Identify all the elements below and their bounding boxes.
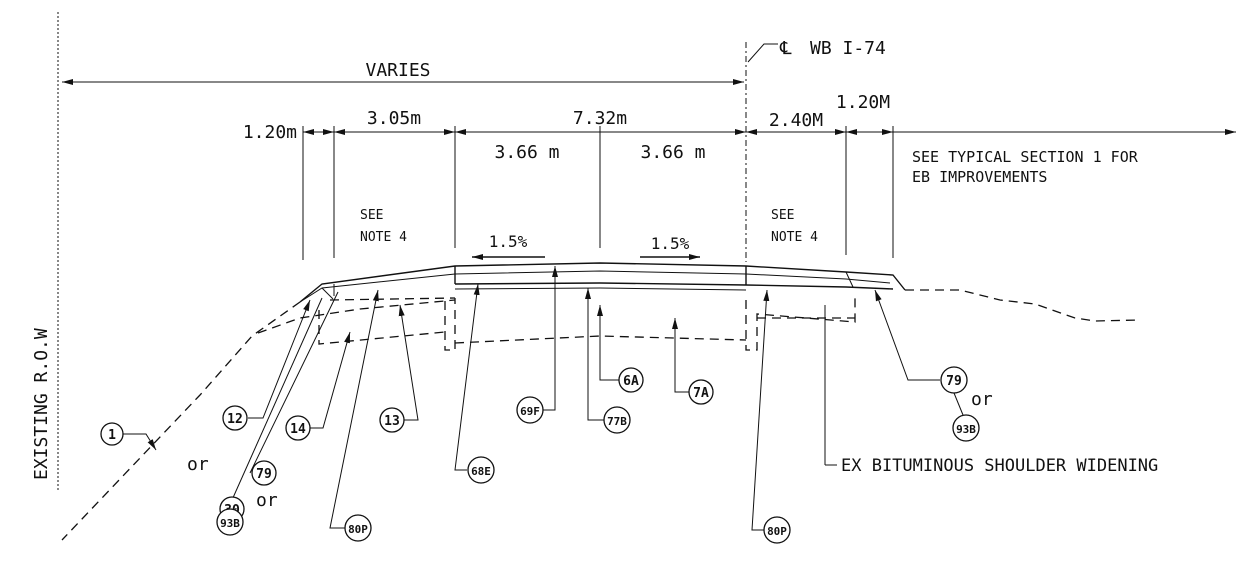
svg-text:79: 79 — [946, 374, 962, 389]
callout-leaders — [118, 266, 940, 531]
svg-text:77B: 77B — [607, 415, 627, 428]
callout-13: 13 — [379, 407, 405, 433]
callout-93B-left: 93B — [216, 508, 244, 536]
dim-2-40M: 2.40M — [769, 110, 823, 131]
callout-or-b: or — [256, 490, 278, 511]
see-typical-note-line2: EB IMPROVEMENTS — [912, 168, 1047, 186]
callout-79-left: 79 — [251, 460, 277, 486]
centerline-symbol: ℄ — [779, 38, 792, 59]
row-label: EXISTING R.O.W — [31, 328, 52, 480]
callout-80P-right: 80P — [763, 516, 791, 544]
svg-text:12: 12 — [227, 412, 243, 427]
see-note-right-line1: SEE — [771, 208, 794, 223]
callout-69F: 69F — [516, 396, 544, 424]
svg-text:68E: 68E — [471, 465, 491, 478]
svg-text:1: 1 — [108, 428, 116, 443]
dim-1-20M: 1.20M — [836, 92, 890, 113]
dim-3-66m-right: 3.66 m — [640, 142, 705, 163]
pavement-section — [61, 262, 1141, 541]
svg-text:93B: 93B — [956, 423, 976, 436]
callout-68E: 68E — [467, 456, 495, 484]
callout-77B: 77B — [603, 406, 631, 434]
callout-1: 1 — [100, 422, 124, 446]
svg-text:79: 79 — [256, 467, 272, 482]
callout-7A: 7A — [688, 379, 714, 405]
slope-right-label: 1.5% — [651, 234, 690, 253]
callout-or-c: or — [971, 389, 993, 410]
see-note-left-line2: NOTE 4 — [360, 230, 407, 245]
callout-or-a: or — [187, 454, 209, 475]
shoulder-widening-note: EX BITUMINOUS SHOULDER WIDENING — [841, 456, 1158, 476]
svg-text:69F: 69F — [520, 405, 540, 418]
see-typical-note-line1: SEE TYPICAL SECTION 1 FOR — [912, 148, 1139, 166]
dim-3-66m-left: 3.66 m — [494, 142, 559, 163]
svg-text:13: 13 — [384, 414, 400, 429]
svg-text:80P: 80P — [767, 525, 787, 538]
callout-93B-right: 93B — [952, 414, 980, 442]
callout-12: 12 — [222, 405, 248, 431]
slope-left-label: 1.5% — [489, 232, 528, 251]
see-note-left-line1: SEE — [360, 208, 383, 223]
svg-text:80P: 80P — [348, 523, 368, 536]
callout-79-right: 79 — [940, 366, 968, 394]
svg-text:6A: 6A — [623, 374, 639, 389]
dim-3-05m: 3.05m — [367, 108, 421, 129]
callout-80P-left: 80P — [344, 514, 372, 542]
callout-14: 14 — [285, 415, 311, 441]
callout-6A: 6A — [618, 367, 644, 393]
dim-7-32m: 7.32m — [573, 108, 627, 129]
centerline-label: WB I-74 — [810, 38, 886, 59]
svg-text:7A: 7A — [693, 386, 709, 401]
varies-label: VARIES — [365, 60, 430, 81]
dim-1-20m: 1.20m — [243, 122, 297, 143]
svg-text:93B: 93B — [220, 517, 240, 530]
see-note-right-line2: NOTE 4 — [771, 230, 818, 245]
svg-text:14: 14 — [290, 422, 306, 437]
centerline-leader — [747, 43, 778, 63]
